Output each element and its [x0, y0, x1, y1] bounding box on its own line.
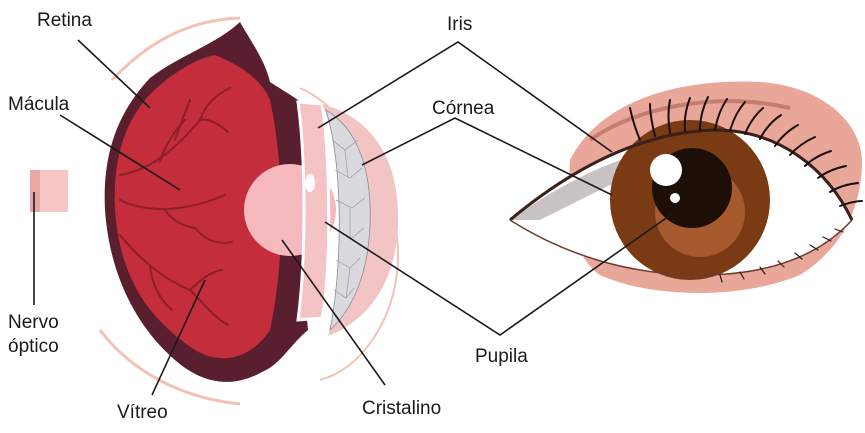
label-macula: Mácula — [8, 94, 70, 115]
leader-retina — [78, 40, 150, 108]
iris-section — [298, 102, 329, 320]
label-nervo-line2: óptico — [8, 336, 59, 357]
label-vitreo: Vítreo — [117, 402, 168, 423]
optic-nerve-edge — [30, 170, 40, 212]
label-nervo-line1: Nervo — [8, 312, 59, 333]
label-cornea: Córnea — [432, 98, 495, 119]
label-iris: Iris — [447, 14, 472, 35]
label-cristalino: Cristalino — [362, 398, 441, 419]
eye-front-view — [510, 82, 862, 293]
label-pupila: Pupila — [475, 346, 528, 367]
pupil-highlight-large — [650, 154, 682, 186]
eye-cross-section — [30, 18, 398, 404]
pupil-highlight-small — [670, 193, 680, 203]
label-retina: Retina — [37, 10, 92, 31]
pupil-section — [305, 174, 315, 192]
